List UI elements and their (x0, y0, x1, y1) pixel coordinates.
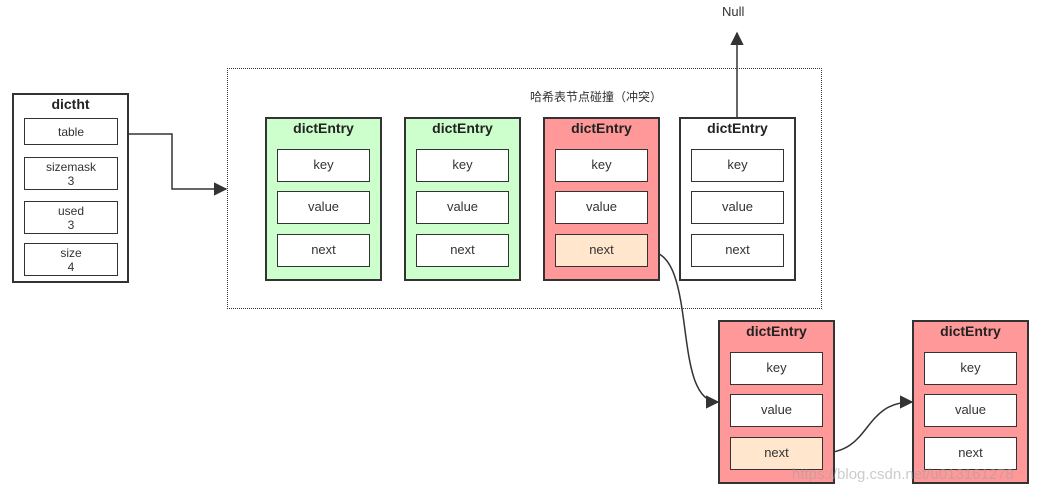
dictht-field-label: size (60, 245, 82, 260)
null-label: Null (722, 4, 745, 19)
entry-next-field: next (277, 234, 370, 267)
entry5-next-to-entry6-arrow (821, 395, 914, 454)
dict-entry-1: dictEntry key value next (265, 117, 382, 281)
entry-value-field: value (277, 191, 370, 224)
dictht-title: dictht (51, 96, 90, 112)
dictht-field-sizemask: sizemask 3 (24, 157, 118, 190)
dict-entry-2: dictEntry key value next (404, 117, 521, 281)
entry-next-field: next (416, 234, 509, 267)
dict-entry-5: dictEntry key value next (718, 320, 835, 484)
entry-title: dictEntry (571, 120, 632, 136)
dict-entry-6: dictEntry key value next (912, 320, 1029, 484)
hash-table-region (227, 68, 822, 309)
entry-value-field: value (555, 191, 648, 224)
dict-entry-4: dictEntry key value next (679, 117, 796, 281)
entry-key-field: key (555, 149, 648, 182)
dictht-field-label: used (57, 203, 85, 218)
table-to-entries-arrow (118, 133, 228, 196)
watermark: https://blog.csdn.net/u013161278 (792, 466, 1014, 483)
entry-title: dictEntry (707, 120, 768, 136)
entry-title: dictEntry (293, 120, 354, 136)
entry-value-field: value (416, 191, 509, 224)
dictht-field-size: size 4 (24, 243, 118, 276)
dictht-field-table: table (24, 118, 118, 145)
entry-value-field: value (691, 191, 784, 224)
entry-title: dictEntry (746, 323, 807, 339)
entry-title: dictEntry (432, 120, 493, 136)
entry-value-field: value (924, 394, 1017, 427)
entry-key-field: key (924, 352, 1017, 385)
entry-title: dictEntry (940, 323, 1001, 339)
entry-next-field: next (555, 234, 648, 267)
dictht-struct: dictht table sizemask 3 used 3 size 4 (12, 93, 129, 283)
entry-next-field: next (730, 437, 823, 470)
entry-key-field: key (277, 149, 370, 182)
region-label: 哈希表节点碰撞（冲突） (530, 90, 663, 104)
entry-next-field: next (924, 437, 1017, 470)
entry-next-field: next (691, 234, 784, 267)
dictht-field-value: 4 (67, 259, 75, 274)
entry-key-field: key (691, 149, 784, 182)
dictht-field-used: used 3 (24, 201, 118, 234)
entry-value-field: value (730, 394, 823, 427)
dictht-field-label: table (57, 124, 85, 139)
entry3-next-to-entry5-arrow (647, 250, 720, 409)
dictht-field-value: 3 (67, 217, 75, 232)
dict-entry-3: dictEntry key value next (543, 117, 660, 281)
entry-key-field: key (416, 149, 509, 182)
entry-key-field: key (730, 352, 823, 385)
dictht-field-label: sizemask (45, 159, 96, 174)
dictht-field-value: 3 (67, 173, 75, 188)
